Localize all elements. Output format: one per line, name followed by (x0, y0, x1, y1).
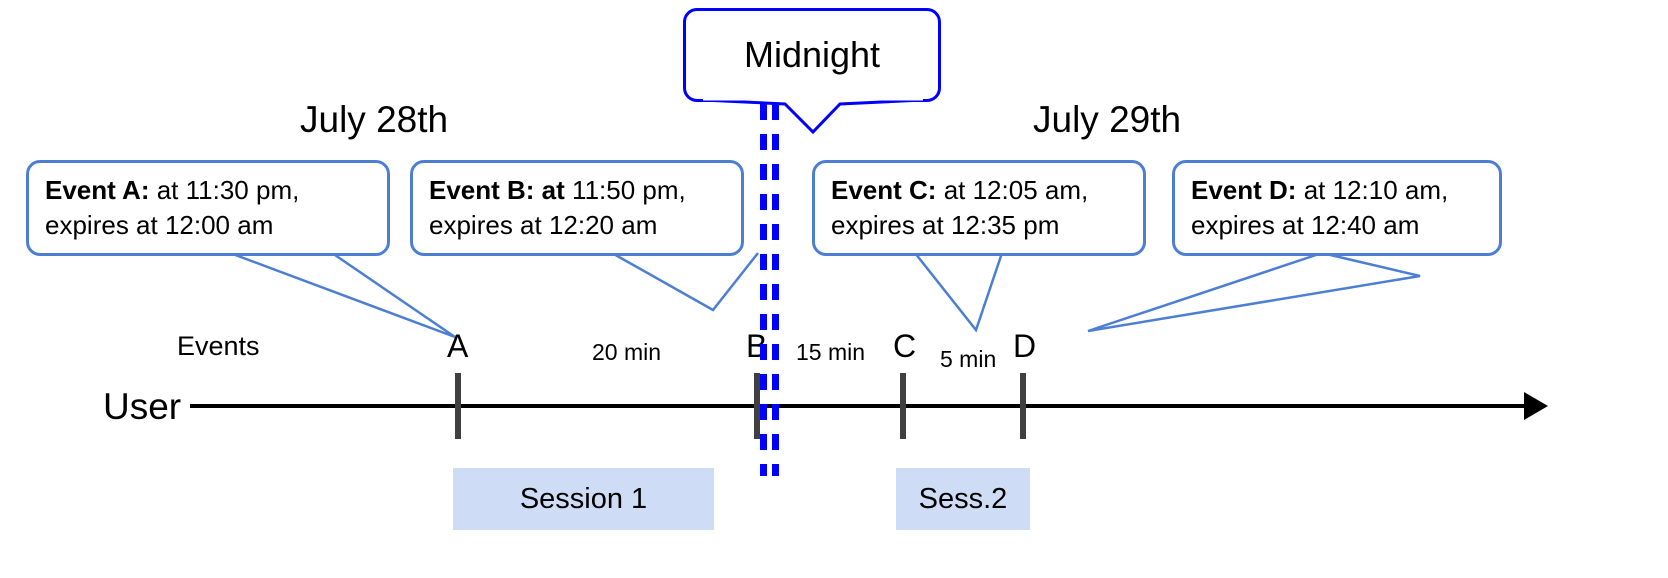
event-b-tail (611, 251, 759, 312)
tick-event-c (900, 373, 906, 439)
callout-event-d-line1: at 12:10 am, (1296, 175, 1449, 206)
timeline-axis (190, 404, 1528, 408)
callout-event-a-text: Event A: at 11:30 pm, expires at 12:00 a… (29, 173, 315, 243)
timeline-arrow-icon (1524, 392, 1548, 420)
midnight-dashed-line-right (772, 104, 779, 476)
gap-label-a-b: 20 min (592, 339, 662, 365)
callout-event-b-title: Event B: at (429, 175, 565, 206)
callout-event-a: Event A: at 11:30 pm, expires at 12:00 a… (26, 160, 390, 256)
tick-event-b (754, 373, 760, 439)
tick-label-c: C (893, 328, 917, 364)
midnight-callout: Midnight (683, 8, 941, 102)
callout-event-c-line1: at 12:05 am, (936, 175, 1089, 206)
session-label-2: Sess.2 (918, 482, 1008, 515)
callout-event-b: Event B: at 11:50 pm, expires at 12:20 a… (410, 160, 744, 256)
callout-event-c-title: Event C: (831, 175, 937, 206)
midnight-callout-tail (702, 96, 924, 135)
callout-event-b-line1: 11:50 pm, (564, 175, 686, 206)
session-box-1: Session 1 (453, 468, 714, 530)
tick-label-a: A (447, 328, 469, 364)
callout-event-c-line2: expires at 12:35 pm (831, 210, 1060, 240)
callout-event-c: Event C: at 12:05 am, expires at 12:35 p… (812, 160, 1146, 256)
midnight-dashed-line-left (760, 104, 767, 476)
gap-label-c-d: 5 min (940, 346, 997, 372)
callout-event-c-text: Event C: at 12:05 am, expires at 12:35 p… (815, 173, 1104, 243)
event-d-tail (1087, 251, 1421, 333)
callout-event-d: Event D: at 12:10 am, expires at 12:40 a… (1172, 160, 1502, 256)
callout-event-d-line2: expires at 12:40 am (1191, 210, 1420, 240)
tick-label-d: D (1013, 328, 1037, 364)
event-c-tail (914, 252, 1004, 333)
date-header-left: July 28th (300, 99, 449, 140)
row-label-user: User (103, 386, 182, 427)
callout-event-a-line1: at 11:30 pm, (149, 175, 300, 206)
row-label-events: Events (177, 331, 260, 361)
midnight-label: Midnight (743, 34, 881, 75)
date-header-right: July 29th (1033, 99, 1182, 140)
event-a-tail (229, 251, 456, 339)
callout-event-b-line2: expires at 12:20 am (429, 210, 658, 240)
tick-event-d (1020, 373, 1026, 439)
callout-event-d-text: Event D: at 12:10 am, expires at 12:40 a… (1175, 173, 1464, 243)
callout-event-b-text: Event B: at 11:50 pm, expires at 12:20 a… (413, 173, 702, 243)
session-box-2: Sess.2 (896, 468, 1030, 530)
tick-event-a (455, 373, 461, 439)
session-label-1: Session 1 (519, 482, 648, 515)
gap-label-b-c: 15 min (796, 339, 866, 365)
callout-event-d-title: Event D: (1191, 175, 1297, 206)
callout-event-a-line2: expires at 12:00 am (45, 210, 274, 240)
callout-event-a-title: Event A: (45, 175, 150, 206)
